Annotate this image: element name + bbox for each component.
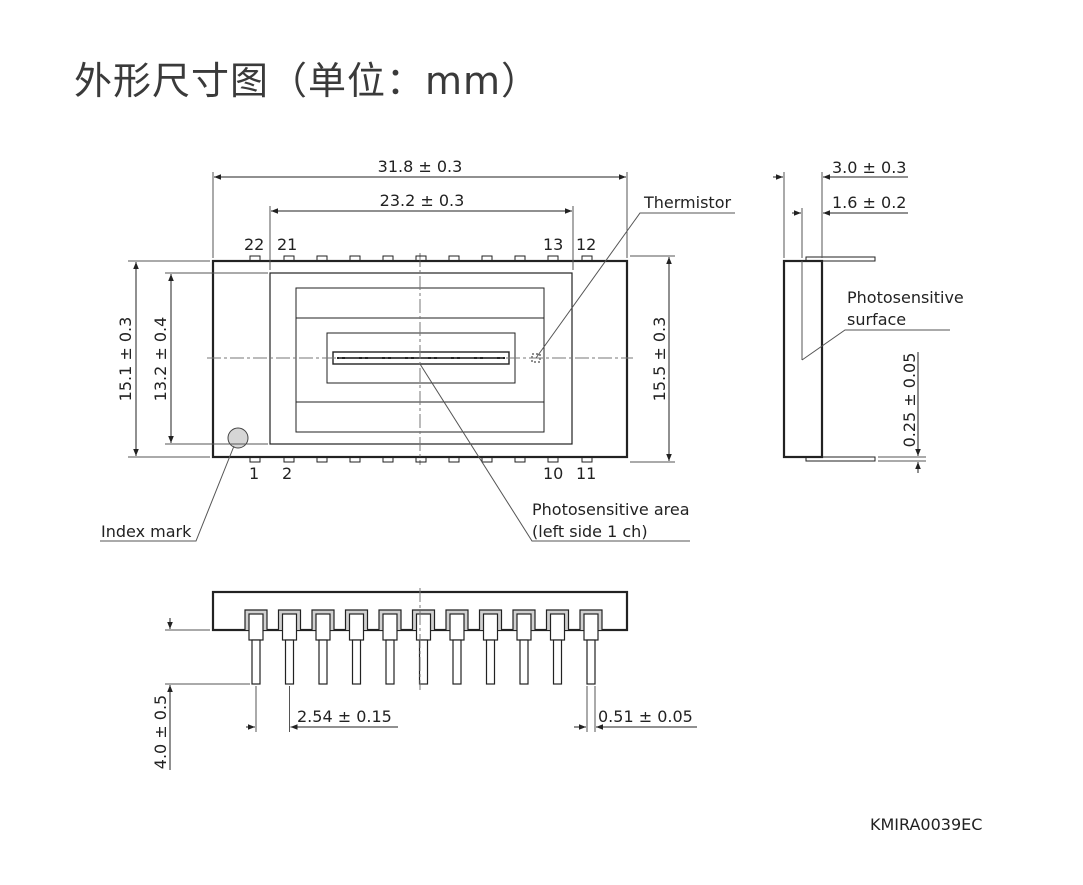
pin-21: 21 [277, 235, 297, 254]
label-photosensitive-surface-1: Photosensitive [847, 288, 964, 307]
dim-overall-length: 31.8 ± 0.3 [378, 157, 463, 176]
dim-pin-span: 23.2 ± 0.3 [380, 191, 465, 210]
pin-1: 1 [249, 464, 259, 483]
dim-surface-depth: 1.6 ± 0.2 [832, 193, 906, 212]
dim-overall-width: 15.1 ± 0.3 [116, 317, 135, 402]
dim-lead-length: 4.0 ± 0.5 [151, 695, 170, 769]
dim-lead-span: 15.5 ± 0.3 [650, 317, 669, 402]
label-thermistor: Thermistor [643, 193, 731, 212]
pin-12: 12 [576, 235, 596, 254]
dim-lead-thickness: 0.25 ± 0.05 [900, 353, 919, 448]
top-pins [249, 255, 593, 262]
pin-2: 2 [282, 464, 292, 483]
dim-pitch: 2.54 ± 0.15 [297, 707, 392, 726]
pin-13: 13 [543, 235, 563, 254]
pin-22: 22 [244, 235, 264, 254]
index-mark [227, 427, 249, 449]
pin-11: 11 [576, 464, 596, 483]
side-body [782, 259, 824, 459]
bottom-pins [249, 456, 593, 463]
drawing-code: KMIRA0039EC [870, 815, 983, 834]
label-photosensitive-area-1: Photosensitive area [532, 500, 690, 519]
dim-inner-width: 13.2 ± 0.4 [151, 317, 170, 402]
front-leads [244, 609, 603, 685]
dim-thickness: 3.0 ± 0.3 [832, 158, 906, 177]
pin-10: 10 [543, 464, 563, 483]
label-index-mark: Index mark [101, 522, 192, 541]
label-photosensitive-surface-2: surface [847, 310, 906, 329]
page-title: 外形尺寸图（单位：mm） [74, 59, 541, 103]
label-photosensitive-area-2: (left side 1 ch) [532, 522, 648, 541]
side-lead-bottom [805, 456, 876, 462]
side-lead-top [805, 256, 876, 262]
dim-lead-width: 0.51 ± 0.05 [598, 707, 693, 726]
